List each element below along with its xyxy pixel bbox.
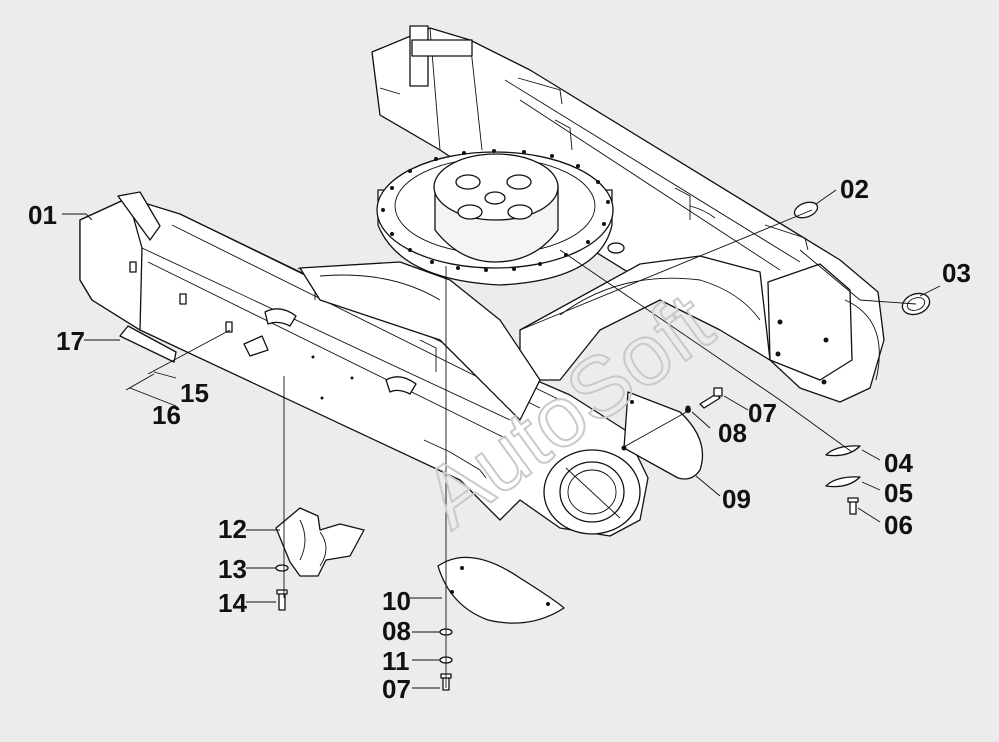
callout-01: 01 [28, 200, 57, 230]
callout-16: 16 [152, 400, 181, 430]
callout-06: 06 [884, 510, 913, 540]
callout-15: 15 [180, 378, 209, 408]
callout-13: 13 [218, 554, 247, 584]
part-15-16-clip [125, 373, 155, 391]
callout-labels: 01 02 03 04 05 06 07 08 09 10 08 11 07 1… [28, 174, 971, 704]
callout-17: 17 [56, 326, 85, 356]
callout-11: 11 [382, 646, 410, 676]
callout-09: 09 [722, 484, 751, 514]
drive-motor-mount [543, 449, 641, 535]
callout-02: 02 [840, 174, 869, 204]
part-02-o-ring [793, 201, 819, 219]
part-13-washer [275, 564, 289, 572]
callout-07-lower: 07 [382, 674, 411, 704]
part-05-shim [825, 476, 861, 488]
callout-10: 10 [382, 586, 411, 616]
center-cross-member-left [299, 261, 541, 421]
part-12-bracket [275, 507, 365, 577]
callout-14: 14 [218, 588, 247, 618]
bolt-hole-ring [381, 149, 610, 272]
center-cross-member-right [519, 242, 771, 381]
leader-lines [62, 189, 941, 689]
callout-12: 12 [218, 514, 247, 544]
callout-05: 05 [884, 478, 913, 508]
swing-bearing-turntable [376, 149, 614, 286]
callout-08-lower: 08 [382, 616, 411, 646]
callout-08-upper: 08 [718, 418, 747, 448]
part-17-step-plate [119, 325, 177, 363]
part-04-shim [825, 445, 861, 457]
callout-04: 04 [884, 448, 913, 478]
part-06-bolt [847, 497, 859, 515]
part-07-bolt-upper [699, 387, 723, 409]
callout-07-upper: 07 [748, 398, 777, 428]
part-10-bottom-plate [437, 556, 565, 624]
part-14-bolt [276, 589, 288, 611]
callout-03: 03 [942, 258, 971, 288]
